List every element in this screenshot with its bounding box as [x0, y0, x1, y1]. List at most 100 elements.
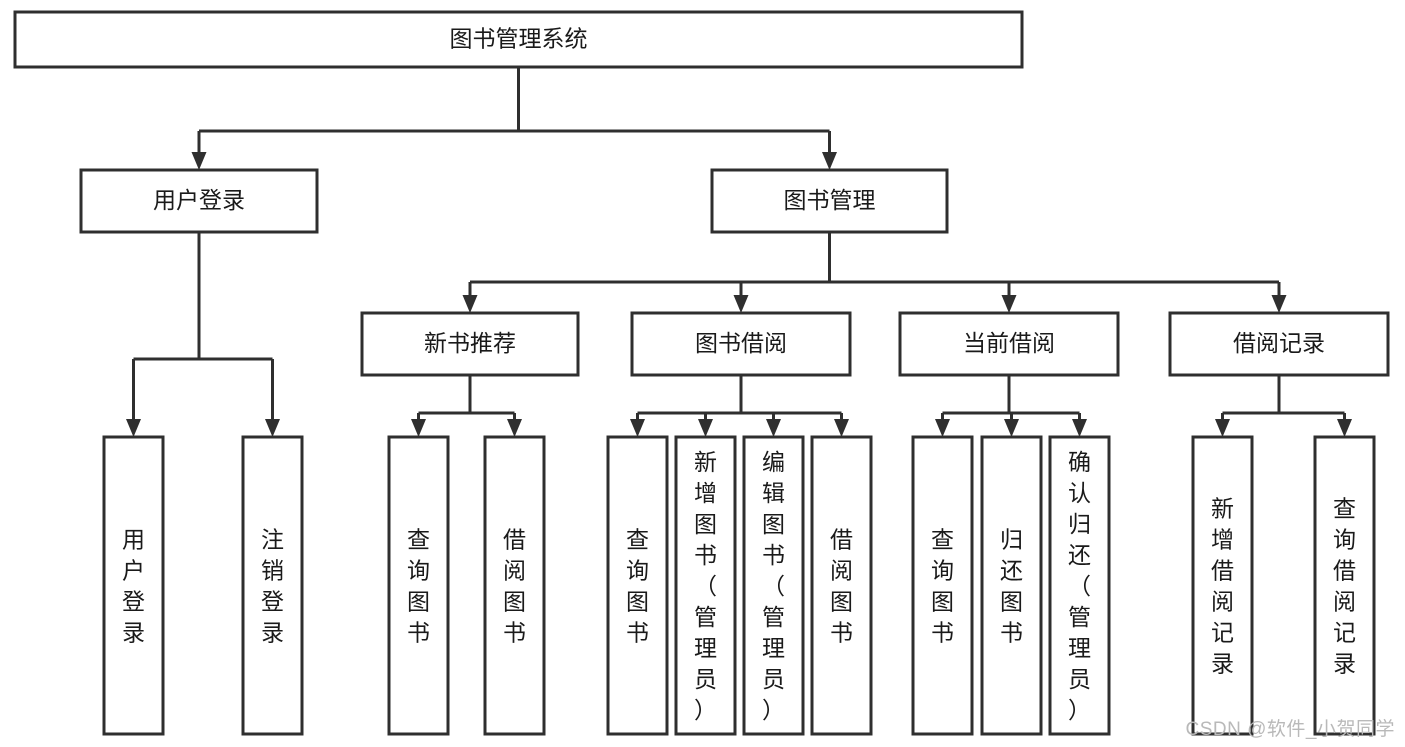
node-label-char: 查 [1333, 496, 1356, 522]
node-label-char: ） [762, 697, 785, 723]
connector-arrowhead [1215, 419, 1230, 437]
node-box [630, 311, 852, 377]
node-label-char: 录 [122, 620, 145, 646]
node-label-char: 确 [1068, 449, 1091, 475]
node-label-char: 图 [407, 589, 430, 615]
node-label-char: 书 [762, 542, 785, 568]
node-label-char: 记 [1211, 620, 1234, 646]
node-box [980, 435, 1043, 736]
node-label-char: 书 [407, 620, 430, 646]
node-label-char: 查 [626, 527, 649, 553]
connector-arrowhead [1001, 295, 1017, 313]
node-label-char: 员 [762, 666, 785, 692]
node-book-borrow[interactable]: 图书借阅 [630, 311, 852, 377]
node-box [1191, 435, 1254, 736]
node-label: 图书借阅 [695, 330, 787, 356]
connector-arrowhead [630, 419, 645, 437]
connector-arrowhead [191, 152, 207, 170]
node-box [1048, 435, 1111, 736]
node-label-char: （ [762, 573, 785, 599]
node-label-char: 询 [931, 558, 954, 584]
node-label-char: 户 [122, 558, 145, 584]
node-new-book-recommend[interactable]: 新书推荐 [360, 311, 580, 377]
connector-arrowhead [1337, 419, 1352, 437]
node-label-char: 增 [694, 480, 717, 506]
node-box [360, 311, 580, 377]
node-label-char: 还 [1000, 558, 1023, 584]
node-label-char: 借 [503, 527, 526, 553]
node-box [387, 435, 450, 736]
connector-arrowhead [766, 419, 781, 437]
node-box [483, 435, 546, 736]
node-layer: 图书管理系统用户登录图书管理新书推荐图书借阅当前借阅借阅记录用户登录注销登录查询… [13, 10, 1390, 736]
node-label-char: 阅 [503, 558, 526, 584]
node-label-char: 录 [261, 620, 284, 646]
node-label-char: 图 [830, 589, 853, 615]
node-book-manage[interactable]: 图书管理 [710, 168, 949, 234]
node-box [911, 435, 974, 736]
node-label: 借阅记录 [1233, 330, 1325, 356]
node-user-login[interactable]: 用户登录 [79, 168, 319, 234]
node-label-char: 记 [1333, 620, 1356, 646]
connector-arrowhead [1004, 419, 1019, 437]
connector-arrowhead [834, 419, 849, 437]
connector-arrowhead [265, 419, 280, 437]
node-label-char: 录 [1211, 651, 1234, 677]
node-current-borrow[interactable]: 当前借阅 [898, 311, 1120, 377]
node-label-char: 图 [626, 589, 649, 615]
node-label-char: 录 [1333, 651, 1356, 677]
node-box [710, 168, 949, 234]
node-label-char: 书 [1000, 620, 1023, 646]
node-label-char: 登 [261, 589, 284, 615]
node-label-char: 阅 [830, 558, 853, 584]
node-label: 新书推荐 [424, 330, 516, 356]
node-label-char: 图 [762, 511, 785, 537]
node-label-char: 图 [931, 589, 954, 615]
connector-arrowhead [698, 419, 713, 437]
node-label-char: 管 [1068, 604, 1091, 630]
node-label-char: 书 [830, 620, 853, 646]
node-label-char: 书 [931, 620, 954, 646]
node-box [742, 435, 805, 736]
connector-arrowhead [733, 295, 749, 313]
connector-arrowhead [1271, 295, 1287, 313]
node-label-char: 登 [122, 589, 145, 615]
node-label: 图书管理 [784, 187, 876, 213]
connector-arrowhead [1072, 419, 1087, 437]
node-borrow-record[interactable]: 借阅记录 [1168, 311, 1390, 377]
node-label-char: 增 [1211, 527, 1234, 553]
node-box [1168, 311, 1390, 377]
node-label-char: 图 [503, 589, 526, 615]
node-label-char: 辑 [762, 480, 785, 506]
connector-arrowhead [507, 419, 522, 437]
node-root[interactable]: 图书管理系统 [13, 10, 1024, 69]
node-label-char: 归 [1000, 527, 1023, 553]
node-label-char: 认 [1068, 480, 1091, 506]
node-box [674, 435, 737, 736]
connector-arrowhead [462, 295, 478, 313]
node-label-char: 员 [694, 666, 717, 692]
node-label-char: 还 [1068, 542, 1091, 568]
node-label-char: 借 [1333, 558, 1356, 584]
node-box [810, 435, 873, 736]
node-label-char: （ [694, 573, 717, 599]
connector-arrowhead [126, 419, 141, 437]
node-label: 当前借阅 [963, 330, 1055, 356]
node-leaf-user-login[interactable]: 用户登录 [102, 435, 165, 736]
node-label-char: 销 [261, 558, 284, 584]
node-label-char: 理 [694, 635, 717, 661]
node-label-char: 编 [762, 449, 785, 475]
node-label-char: 注 [261, 527, 284, 553]
